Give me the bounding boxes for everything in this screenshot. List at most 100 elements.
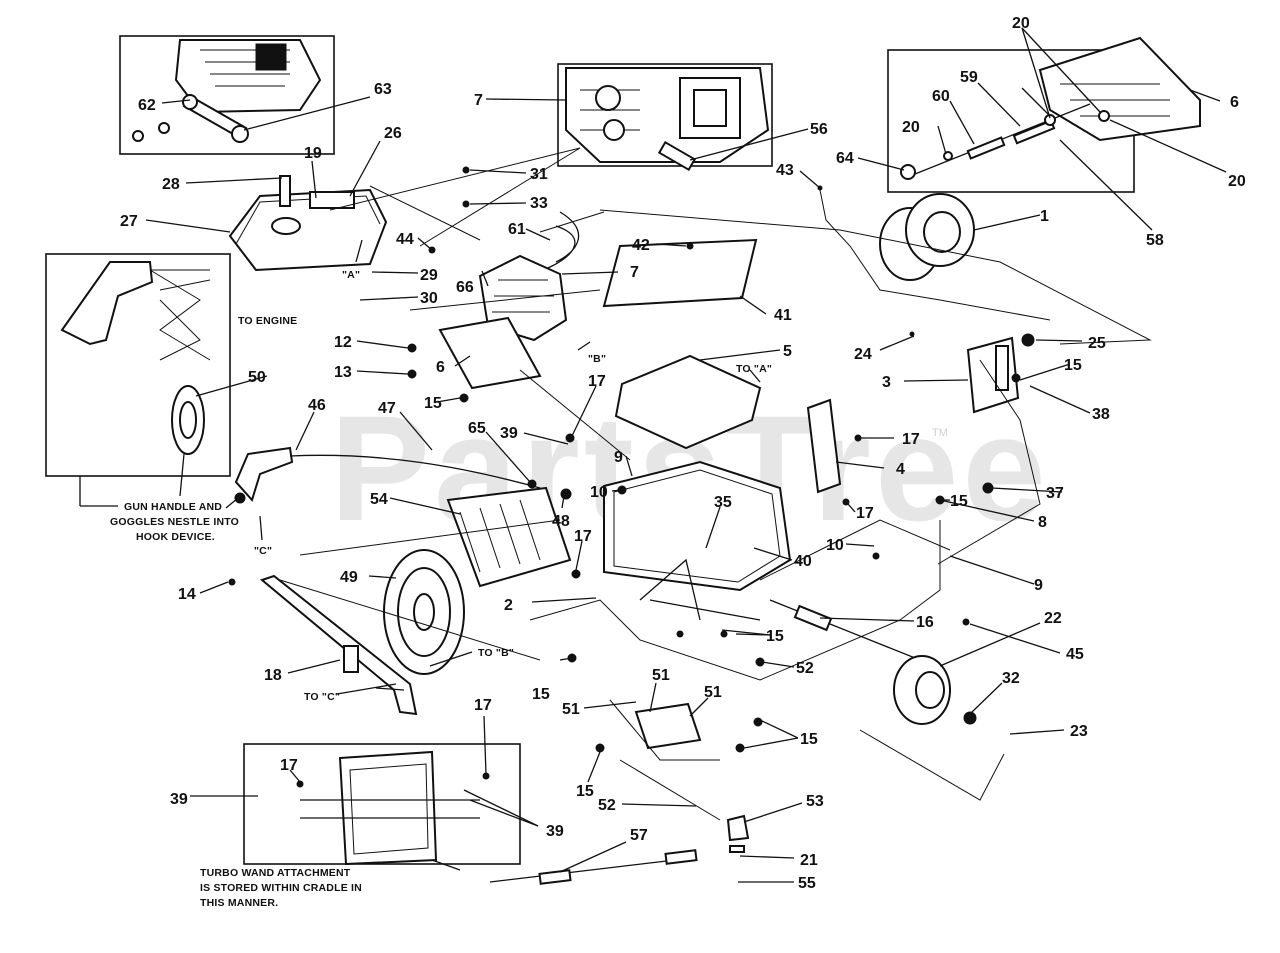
hardware-fasteners xyxy=(228,166,1035,788)
callout-55: 55 xyxy=(798,875,816,892)
leader-lines xyxy=(79,27,1227,883)
callout-21: 21 xyxy=(800,852,818,869)
callout-7-pump: 7 xyxy=(630,264,639,281)
callout-12: 12 xyxy=(334,334,352,351)
callout-15-panel: 15 xyxy=(1064,357,1082,374)
callout-6-mount: 6 xyxy=(1230,94,1239,111)
callout-16: 16 xyxy=(916,614,934,631)
callout-45: 45 xyxy=(1066,646,1084,663)
callout-41: 41 xyxy=(774,307,792,324)
callout-18: 18 xyxy=(264,667,282,684)
callout-6-bracket: 6 xyxy=(436,359,445,376)
filter-screen xyxy=(602,238,758,308)
callout-33: 33 xyxy=(530,195,548,212)
callout-10-right: 10 xyxy=(826,537,844,554)
callout-3: 3 xyxy=(882,374,891,391)
motor xyxy=(879,193,975,281)
callout-48: 48 xyxy=(552,513,570,530)
callout-15-lower: 15 xyxy=(532,686,550,703)
callout-42: 42 xyxy=(632,237,650,254)
inset-mount-hardware xyxy=(887,36,1201,193)
note-to-c: TO "C" xyxy=(304,691,340,703)
callout-20-left: 20 xyxy=(902,119,920,136)
hose-reel xyxy=(383,549,465,675)
callout-20-right: 20 xyxy=(1228,173,1246,190)
callout-64: 64 xyxy=(836,150,854,167)
callout-54: 54 xyxy=(370,491,388,508)
callout-22: 22 xyxy=(1044,610,1062,627)
callout-32: 32 xyxy=(1002,670,1020,687)
callout-15-upper: 15 xyxy=(424,395,442,412)
control-panel xyxy=(966,336,1020,414)
inset-pump-head xyxy=(557,63,773,172)
callout-30: 30 xyxy=(420,290,438,307)
callout-50: 50 xyxy=(248,369,266,386)
callout-38: 38 xyxy=(1092,406,1110,423)
callout-17-center: 17 xyxy=(588,373,606,390)
callout-57: 57 xyxy=(630,827,648,844)
callout-39-wand-left: 39 xyxy=(170,791,188,808)
callout-17-wand-left: 17 xyxy=(280,757,298,774)
callout-59: 59 xyxy=(960,69,978,86)
handle-cradle xyxy=(446,486,572,588)
callout-4: 4 xyxy=(896,461,905,478)
callout-17-right: 17 xyxy=(902,431,920,448)
callout-46: 46 xyxy=(308,397,326,414)
leg-bracket xyxy=(259,574,418,716)
callout-51-left: 51 xyxy=(562,701,580,718)
inset-gun-goggles xyxy=(45,253,231,477)
callout-17-cradle: 17 xyxy=(574,528,592,545)
callout-49: 49 xyxy=(340,569,358,586)
watermark-tm: TM xyxy=(932,427,948,439)
tray xyxy=(614,354,762,450)
callout-66: 66 xyxy=(456,279,474,296)
mount-bracket xyxy=(438,316,542,390)
callout-58: 58 xyxy=(1146,232,1164,249)
callout-2: 2 xyxy=(504,597,513,614)
note-to-engine: TO ENGINE xyxy=(238,315,297,327)
note-gun-handle-line1: GUN HANDLE AND xyxy=(124,501,222,513)
callout-37: 37 xyxy=(1046,485,1064,502)
turbo-wand xyxy=(489,849,698,885)
receptacle-panel xyxy=(806,398,842,494)
callout-60: 60 xyxy=(932,88,950,105)
callout-numbers: 1 2 3 4 5 6 6 7 7 8 9 9 10 10 12 13 14 1… xyxy=(120,15,1246,892)
callout-62: 62 xyxy=(138,97,156,114)
callout-9-right: 9 xyxy=(1034,577,1043,594)
callout-51-mid: 51 xyxy=(652,667,670,684)
callout-61: 61 xyxy=(508,221,526,238)
callout-52-right: 52 xyxy=(796,660,814,677)
foot-assembly xyxy=(634,702,750,853)
callout-65: 65 xyxy=(468,420,486,437)
callout-10-left: 10 xyxy=(590,484,608,501)
main-frame xyxy=(603,460,792,621)
callout-13: 13 xyxy=(334,364,352,381)
callout-31: 31 xyxy=(530,166,548,183)
inset-turbo-wand xyxy=(243,743,521,871)
callout-53: 53 xyxy=(806,793,824,810)
callout-17-mid: 17 xyxy=(856,505,874,522)
reference-notes: TO ENGINE "A" TO "A" "B" TO "B" "C" TO "… xyxy=(110,269,772,909)
callout-23: 23 xyxy=(1070,723,1088,740)
callout-9-left: 9 xyxy=(614,449,623,466)
callout-7-pump-head: 7 xyxy=(474,92,483,109)
note-gun-handle-line2: GOGGLES NESTLE INTO xyxy=(110,516,239,528)
axle-and-wheel xyxy=(769,599,951,725)
callout-51-right: 51 xyxy=(704,684,722,701)
note-ref-c: "C" xyxy=(254,545,272,557)
callout-39-center: 39 xyxy=(500,425,518,442)
callout-15-bottom: 15 xyxy=(576,783,594,800)
callout-5: 5 xyxy=(783,343,792,360)
callout-28: 28 xyxy=(162,176,180,193)
callout-15-foot: 15 xyxy=(800,731,818,748)
fuel-tank xyxy=(228,175,388,272)
callout-15-frame: 15 xyxy=(766,628,784,645)
note-turbo-wand-line1: TURBO WAND ATTACHMENT xyxy=(200,867,351,879)
callout-25: 25 xyxy=(1088,335,1106,352)
callout-52-bottom: 52 xyxy=(598,797,616,814)
callout-47: 47 xyxy=(378,400,396,417)
note-ref-b: "B" xyxy=(588,353,606,365)
assembly-lines xyxy=(279,147,1152,821)
